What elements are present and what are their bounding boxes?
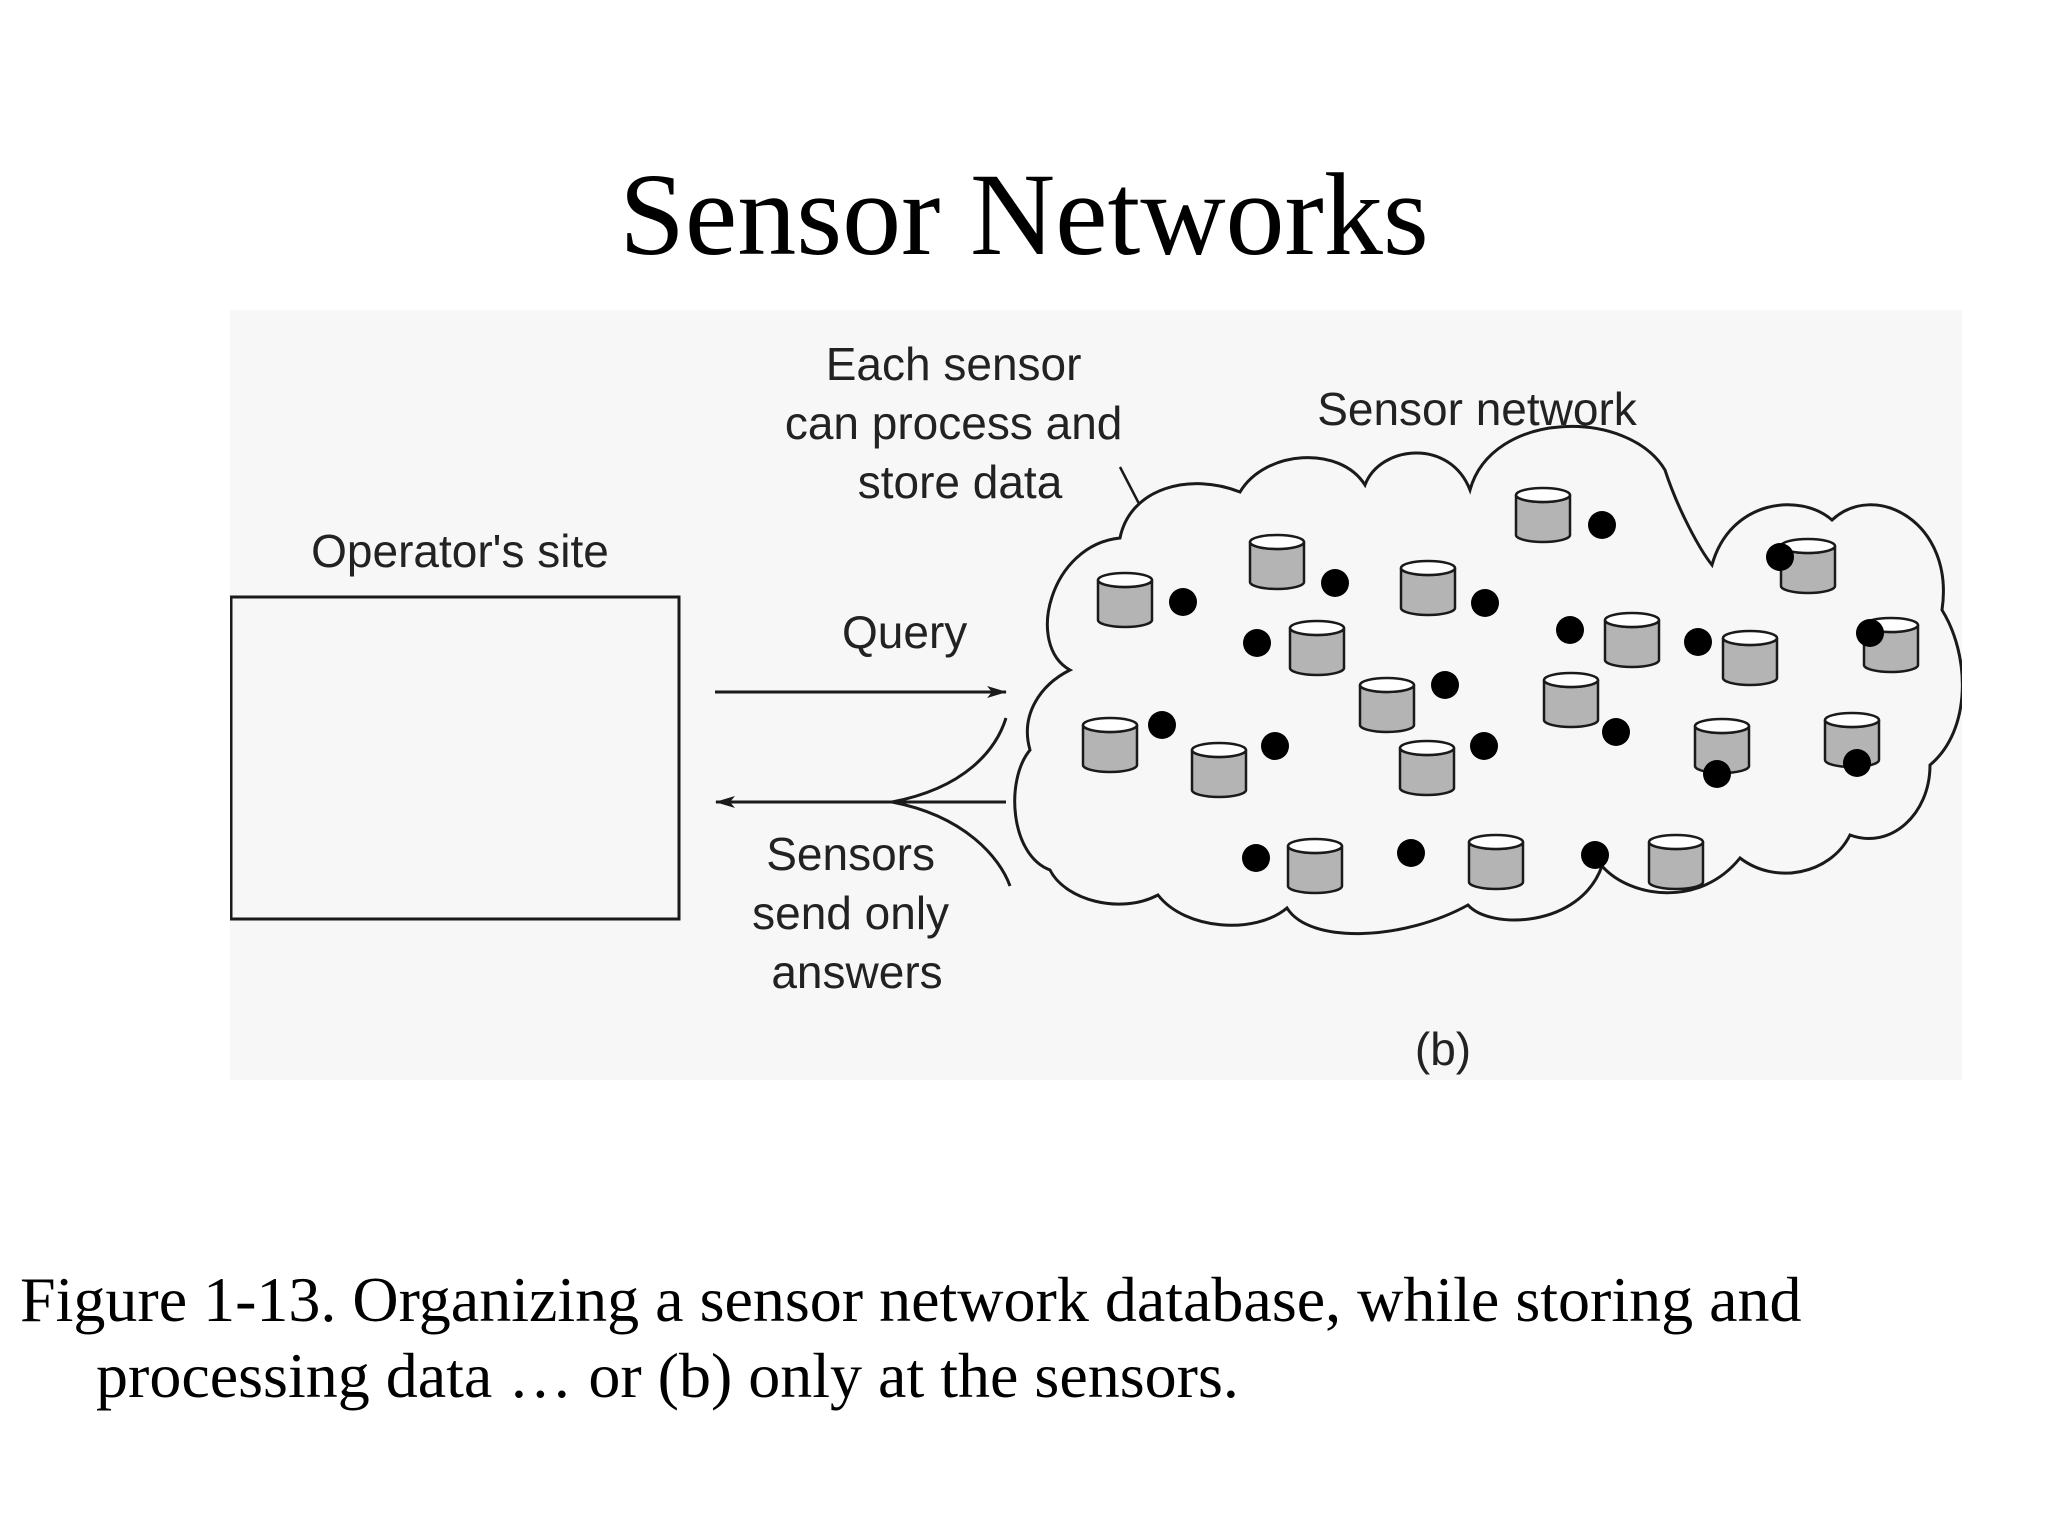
answers-line-3: answers	[771, 946, 942, 998]
query-label: Query	[842, 606, 967, 658]
slide-title: Sensor Networks	[619, 149, 1429, 280]
answers-line-2: send only	[752, 887, 949, 939]
storage-cylinder-icon	[1721, 629, 1779, 687]
processor-dot-icon	[1856, 619, 1884, 647]
processor-dot-icon	[1471, 589, 1499, 617]
storage-cylinder-icon	[1399, 559, 1457, 617]
sensor-note-line-2: can process and	[785, 397, 1123, 449]
processor-dot-icon	[1703, 760, 1731, 788]
storage-cylinder-icon	[1823, 711, 1881, 769]
sensor-network-diagram: Operator's site Each sensor can process …	[230, 338, 1962, 1075]
storage-cylinder-icon	[1081, 716, 1139, 774]
storage-cylinder-icon	[1542, 671, 1600, 729]
operator-site-label: Operator's site	[311, 525, 609, 577]
processor-dot-icon	[1470, 732, 1498, 760]
storage-cylinder-icon	[1514, 486, 1572, 544]
storage-cylinder-icon	[1398, 739, 1456, 797]
processor-dot-icon	[1242, 844, 1270, 872]
sensor-note-label: Each sensor can process and store data	[785, 338, 1135, 508]
processor-dot-icon	[1602, 718, 1630, 746]
answers-label: Sensors send only answers	[752, 828, 962, 998]
panel-label: (b)	[1415, 1023, 1471, 1075]
processor-dot-icon	[1766, 543, 1794, 571]
processor-dot-icon	[1581, 841, 1609, 869]
storage-cylinder-icon	[1358, 676, 1416, 734]
storage-cylinder-icon	[1603, 611, 1661, 669]
storage-cylinder-icon	[1288, 619, 1346, 677]
answers-line-1: Sensors	[766, 828, 935, 880]
figure-caption: Figure 1-13. Organizing a sensor network…	[20, 1264, 1802, 1411]
processor-dot-icon	[1843, 749, 1871, 777]
processor-dot-icon	[1321, 569, 1349, 597]
storage-cylinder-icon	[1647, 833, 1705, 891]
storage-cylinder-icon	[1248, 533, 1306, 591]
processor-dot-icon	[1684, 628, 1712, 656]
processor-dot-icon	[1148, 711, 1176, 739]
processor-dot-icon	[1397, 839, 1425, 867]
sensor-note-line-1: Each sensor	[826, 338, 1082, 390]
processor-dot-icon	[1431, 671, 1459, 699]
storage-cylinder-icon	[1190, 741, 1248, 799]
storage-cylinder-icon	[1096, 571, 1154, 629]
operator-site-box	[230, 595, 681, 921]
figure-panel: Operator's site Each sensor can process …	[230, 310, 1962, 1080]
processor-dot-icon	[1588, 511, 1616, 539]
sensor-note-line-3: store data	[858, 456, 1063, 508]
answers-arrow	[715, 717, 1012, 887]
storage-cylinder-icon	[1286, 837, 1344, 895]
processor-dot-icon	[1556, 616, 1584, 644]
sensor-nodes	[1081, 486, 1920, 895]
processor-dot-icon	[1243, 629, 1271, 657]
processor-dot-icon	[1261, 732, 1289, 760]
storage-cylinder-icon	[1467, 833, 1525, 891]
processor-dot-icon	[1169, 588, 1197, 616]
